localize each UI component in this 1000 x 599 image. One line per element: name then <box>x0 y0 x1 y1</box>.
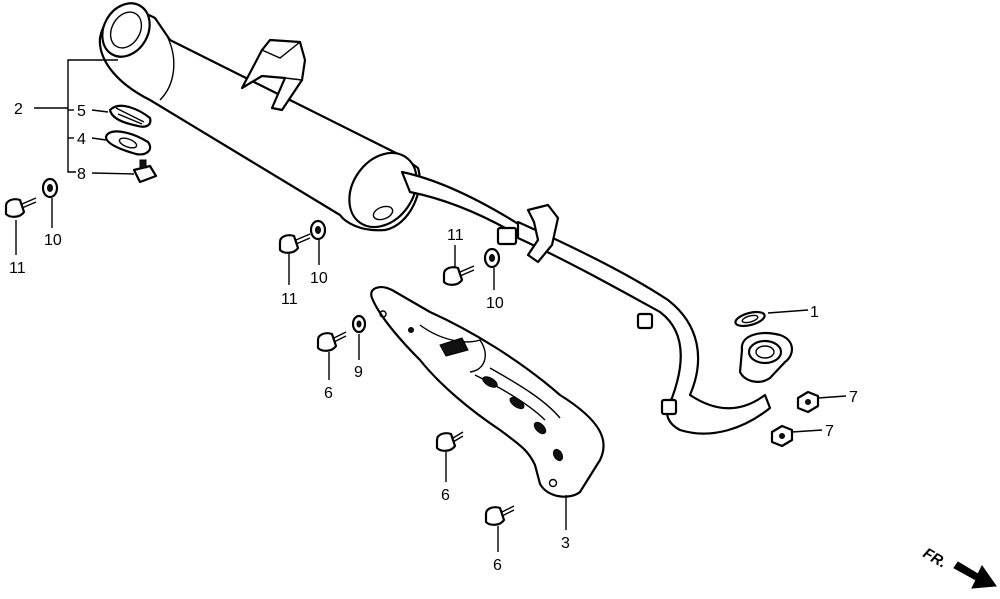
callout-2: 2 <box>14 101 23 118</box>
bolt-11-right <box>442 265 475 286</box>
bolt-11-mid <box>278 233 311 254</box>
callout-7-bottom: 7 <box>825 423 834 440</box>
callout-5: 5 <box>77 103 86 120</box>
nut-7-top <box>796 390 820 414</box>
callout-10-left: 10 <box>44 232 62 249</box>
front-direction-marker: FR. <box>920 545 997 589</box>
front-direction-label: FR. <box>920 545 949 572</box>
callout-8: 8 <box>77 166 86 183</box>
bolt-6-mid <box>435 431 464 452</box>
bolt-6-bottom <box>484 505 515 526</box>
nut-7-bottom <box>770 424 794 448</box>
callout-3: 3 <box>561 535 570 552</box>
washer-10-left <box>41 177 59 199</box>
callout-11-left: 11 <box>9 260 26 277</box>
muffler <box>98 2 528 242</box>
arrow-right-down-icon <box>953 561 997 589</box>
callout-11-right: 11 <box>447 227 464 244</box>
washer-10-right <box>483 247 501 269</box>
callout-4: 4 <box>77 131 86 148</box>
screen-part-5 <box>108 104 152 128</box>
gasket-part-4 <box>104 130 152 156</box>
washer-10-mid <box>309 219 327 241</box>
gasket-ring-1 <box>734 310 766 328</box>
bolt-part-8 <box>132 159 158 184</box>
callout-10-right: 10 <box>486 295 504 312</box>
bolt-6-top <box>316 331 347 352</box>
callout-numbers: 2 5 4 8 11 10 11 10 11 10 6 9 6 6 3 1 7 … <box>9 101 858 574</box>
leader-lines <box>15 59 847 552</box>
heat-shield <box>370 286 605 498</box>
callout-9: 9 <box>354 364 363 381</box>
callout-6-mid: 6 <box>441 487 450 504</box>
washer-9 <box>351 314 367 334</box>
callout-11-mid: 11 <box>281 291 298 308</box>
callout-6-top: 6 <box>324 385 333 402</box>
callout-7-top: 7 <box>849 389 858 406</box>
callout-1: 1 <box>810 304 819 321</box>
callout-10-mid: 10 <box>310 270 328 287</box>
callout-6-bottom: 6 <box>493 557 502 574</box>
exhaust-pipe <box>496 203 793 435</box>
bolt-11-left <box>4 197 37 218</box>
